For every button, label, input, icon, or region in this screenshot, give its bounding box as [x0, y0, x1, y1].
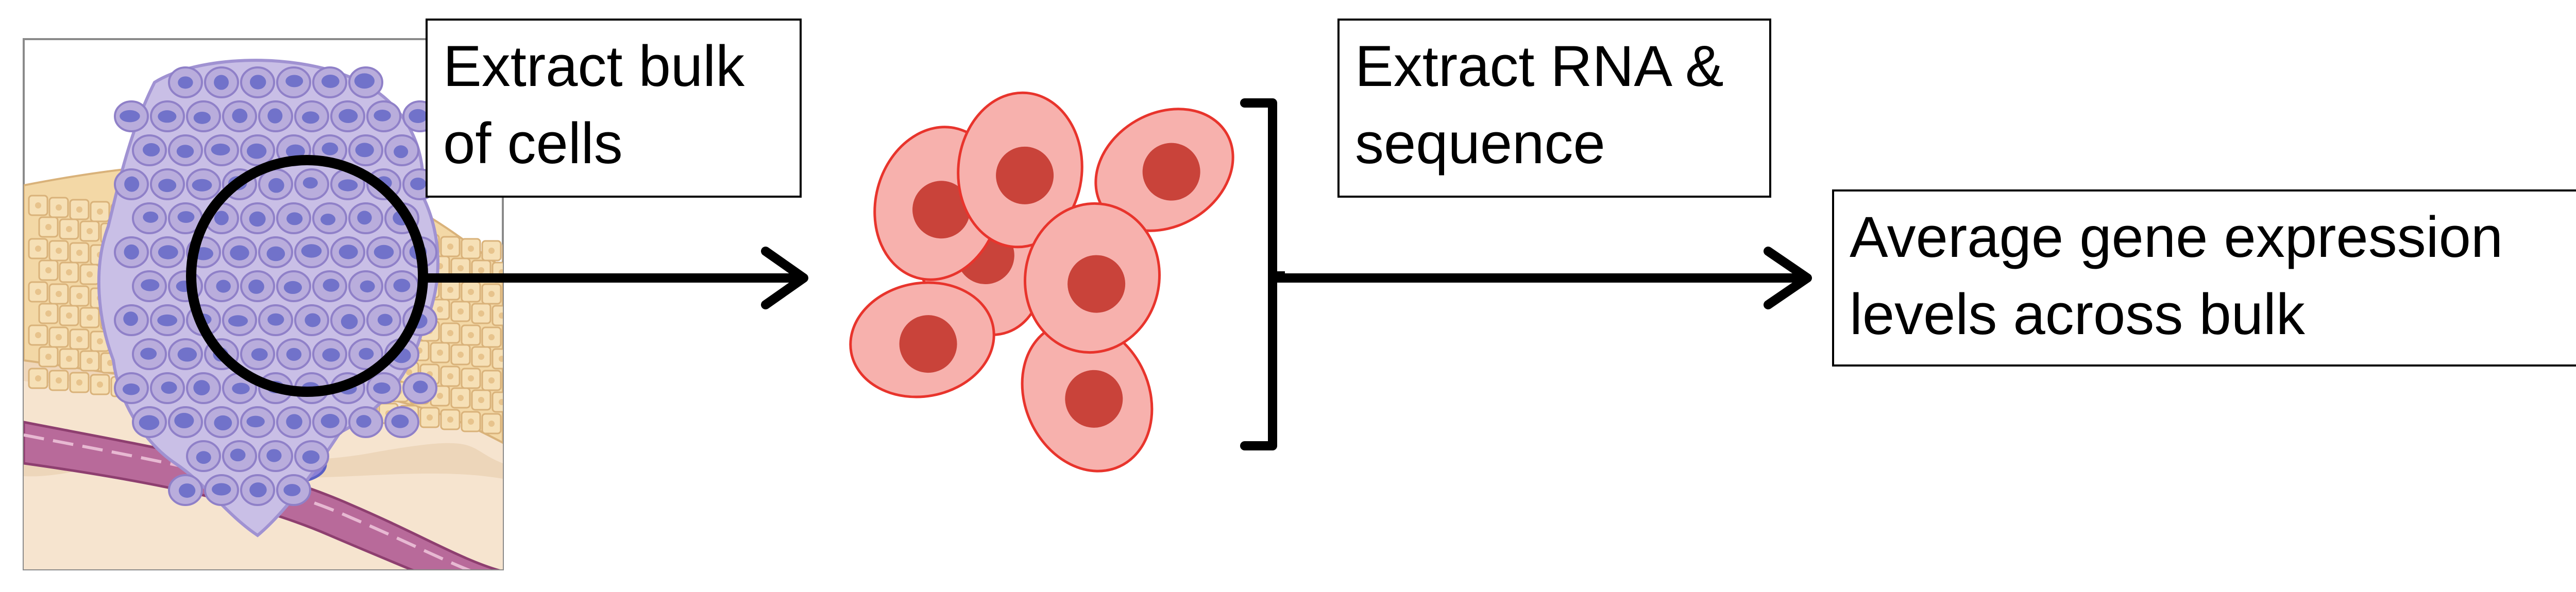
- arrow-to-result: [1268, 247, 1812, 309]
- epithelial-cell: [492, 305, 503, 326]
- epithelial-cell: [513, 351, 532, 371]
- label-average-line-1: Average gene expression: [1850, 205, 2503, 269]
- cell-nucleus: [899, 315, 957, 373]
- epithelial-cell: [492, 391, 503, 413]
- epithelial-cell: [492, 348, 503, 370]
- epithelial-cell: [513, 394, 532, 414]
- extracted-cell: [1094, 108, 1234, 232]
- epithelial-cell: [502, 243, 503, 262]
- label-average-expression: Average gene expression levels across bu…: [1832, 189, 2576, 367]
- label-extract-bulk: Extract bulk of cells: [426, 19, 802, 198]
- label-extract-bulk-line-2: of cells: [443, 111, 623, 176]
- extracted-cell: [849, 281, 995, 398]
- extracted-cell: [1024, 202, 1161, 354]
- epithelial-cell: [513, 308, 532, 327]
- extracted-cell: [1021, 320, 1154, 473]
- cell-nucleus: [1142, 143, 1200, 201]
- label-extract-rna-line-2: sequence: [1355, 111, 1605, 176]
- cell-nucleus: [1067, 255, 1126, 313]
- epithelial-cell: [502, 287, 503, 305]
- tumor-cells: [114, 66, 437, 506]
- extracted-cell: [957, 91, 1083, 249]
- cell-nucleus: [996, 146, 1054, 204]
- cell-nucleus: [912, 181, 971, 239]
- epithelial-cell: [502, 416, 503, 435]
- label-average-line-2: levels across bulk: [1850, 282, 2305, 346]
- epithelial-cell: [502, 373, 503, 392]
- extracted-cell-cluster: [849, 91, 1234, 473]
- label-extract-rna-line-1: Extract RNA &: [1355, 34, 1724, 98]
- label-extract-rna: Extract RNA & sequence: [1337, 19, 1771, 198]
- tumor-tissue-illustration: [23, 38, 532, 570]
- label-extract-bulk-line-1: Extract bulk: [443, 34, 745, 98]
- cell-nucleus: [1065, 370, 1123, 428]
- arrow-to-cells: [419, 247, 808, 309]
- epithelial-cell: [502, 330, 503, 349]
